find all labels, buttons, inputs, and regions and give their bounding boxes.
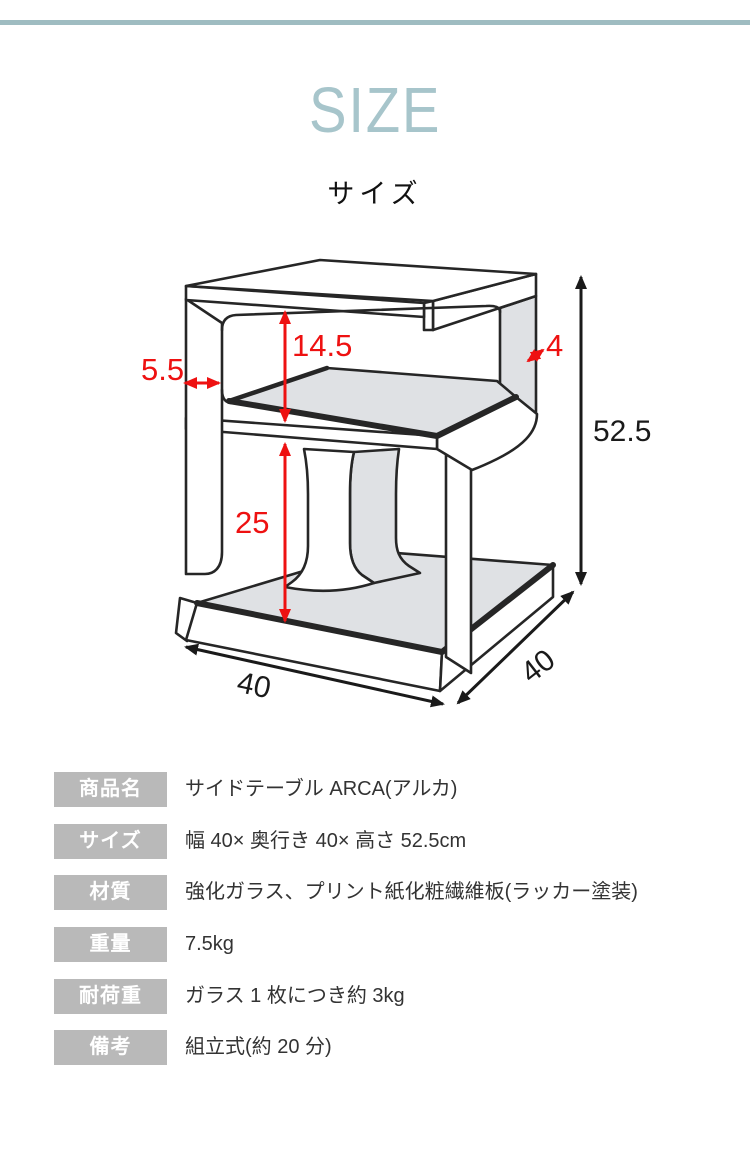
spec-label-product-name: 商品名 xyxy=(54,772,167,807)
dim-arrow-depth xyxy=(456,590,575,705)
dimension-arrows-red xyxy=(183,310,545,623)
dim-label-depth: 40 xyxy=(515,643,562,690)
spec-label-notes: 備考 xyxy=(54,1030,167,1065)
spec-value-product-name: サイドテーブル ARCA(アルカ) xyxy=(185,778,458,800)
dim-arrow-width xyxy=(184,643,445,708)
dim-arrow-4 xyxy=(526,348,545,363)
right-leg xyxy=(444,440,473,675)
dim-label-back-thickness: 4 xyxy=(546,328,563,363)
cavity-top-edge xyxy=(220,304,502,332)
spec-value-load-capacity: ガラス 1 枚につき約 3kg xyxy=(185,985,405,1007)
shelf-glass-edge-front xyxy=(226,394,519,439)
spec-value-notes: 組立式(約 20 分) xyxy=(185,1036,332,1058)
shelf-right-flare xyxy=(435,395,539,472)
dim-label-shelf-clearance: 14.5 xyxy=(292,328,352,363)
shelf-glass-edge-back xyxy=(226,365,330,404)
spec-value-weight: 7.5kg xyxy=(185,933,234,955)
spec-value-size: 幅 40× 奥行き 40× 高さ 52.5cm xyxy=(185,830,467,852)
spec-label-size: サイズ xyxy=(54,824,167,859)
spec-label-load-capacity: 耐荷重 xyxy=(54,979,167,1014)
dim-label-lower-clearance: 25 xyxy=(235,505,269,540)
dim-label-side-thickness: 5.5 xyxy=(141,352,184,387)
top-face xyxy=(184,258,538,303)
size-diagram: 14.5 5.5 4 25 52.5 40 40 xyxy=(141,258,651,708)
table-drawing xyxy=(174,258,556,693)
spec-label-weight: 重量 xyxy=(54,927,167,962)
dimension-arrows-dark xyxy=(184,275,587,708)
spec-value-material: 強化ガラス、プリント紙化粧繊維板(ラッカー塗装) xyxy=(185,881,638,903)
top-corner-notch xyxy=(422,299,435,332)
dim-label-total-height: 52.5 xyxy=(593,415,651,448)
cavity-corner xyxy=(220,388,236,405)
column-front-face xyxy=(283,447,376,593)
left-panel xyxy=(184,297,224,576)
accent-bar xyxy=(0,20,750,25)
page-title-en: SIZE xyxy=(308,74,442,146)
dim-label-width: 40 xyxy=(234,666,274,705)
spec-label-material: 材質 xyxy=(54,875,167,910)
page-title-wrap: SIZE xyxy=(0,78,750,142)
page-title-ja: サイズ xyxy=(327,179,423,209)
